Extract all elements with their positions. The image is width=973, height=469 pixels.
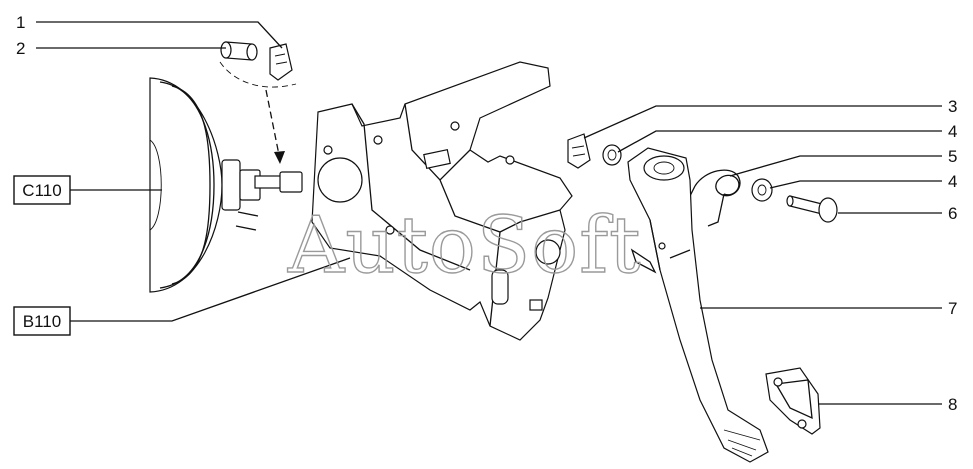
ref-label-b110: B110: [23, 312, 61, 331]
leader-lines: [36, 21, 942, 405]
spring-part-5: [689, 169, 741, 227]
ref-box-c110[interactable]: C110: [13, 175, 71, 205]
brake-booster: [149, 77, 303, 293]
callout-6: 6: [948, 204, 957, 223]
leader-b110: [70, 257, 351, 322]
brake-pedal-arm: [627, 147, 769, 463]
leader-4b: [769, 180, 942, 189]
callout-7: 7: [948, 299, 957, 318]
pedal-pad-part-8: [765, 367, 821, 435]
pivot-bolt-part-6: [786, 195, 838, 223]
callout-1: 1: [16, 13, 25, 32]
leader-4a: [617, 130, 942, 153]
clip-part-1: [269, 43, 293, 81]
callout-4b: 4: [948, 172, 957, 191]
ref-box-b110[interactable]: B110: [13, 306, 71, 336]
callout-3: 3: [948, 97, 957, 116]
callout-4a: 4: [948, 122, 957, 141]
arrow-head: [274, 151, 285, 164]
leader-5: [729, 155, 942, 177]
callout-5: 5: [948, 147, 957, 166]
callout-8: 8: [948, 395, 957, 414]
pin-part-2: [220, 41, 258, 61]
callout-2: 2: [16, 39, 25, 58]
watermark-text: AutoSoft: [287, 201, 641, 291]
assembly-path: [219, 61, 297, 88]
clip-part-3: [567, 133, 591, 169]
leader-1: [36, 21, 283, 49]
assembly-arrow: [265, 89, 281, 161]
pedal-bracket: [311, 61, 573, 341]
ref-label-c110: C110: [22, 181, 61, 200]
bushing-part-4a: [602, 144, 622, 166]
leader-3: [583, 105, 942, 139]
bushing-part-4b: [751, 178, 773, 202]
